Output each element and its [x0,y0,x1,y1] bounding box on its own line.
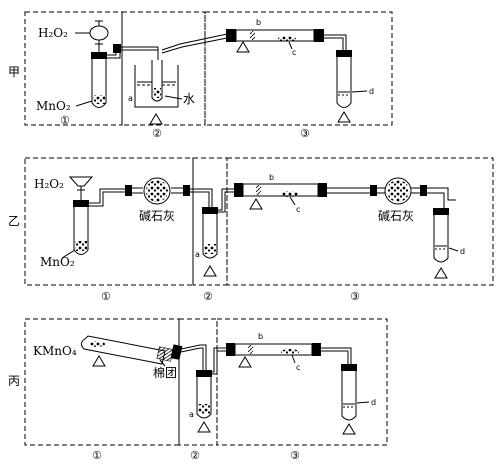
jia-sec3-num: ③ [300,127,310,140]
yi-sec1-num: ① [101,290,111,303]
bing-heat-triangle-icon-1 [92,355,106,367]
jia-section-3-box [204,11,393,126]
jia-section-2-box [121,11,206,126]
yi-section-1-box [24,157,194,286]
jia-stopper [91,52,107,59]
bing-part-c: c [296,363,300,372]
yi-sec2-num: ② [203,290,213,303]
jia-water-label: 水 [183,92,195,106]
bing-heat-triangle-icon-3 [238,356,252,368]
row-label-bing: 丙 [8,374,20,388]
yi-section-3-box [226,157,494,286]
bing-slanted-tube [80,335,183,365]
bing-sec1-num: ① [92,449,102,462]
jia-part-c: c [292,48,296,57]
bing-part-a: a [189,410,194,419]
jia-sec1-num: ① [60,114,70,127]
bing-heat-triangle-icon-2 [197,421,211,433]
jia-heat-triangle-icon-4 [337,111,351,123]
jia-collection-tube [336,57,352,108]
yi-part-d: d [460,247,465,256]
yi-part-b: b [269,173,274,182]
jia-part-a: a [128,94,133,103]
yi-part-c: c [296,205,300,214]
yi-heat-triangle-icon-3 [249,198,263,210]
row-jia: 甲 H₂O₂ MnO₂ ① a 水 [8,11,393,140]
row-label-jia: 甲 [8,65,20,79]
yi-drying-tube-icon-2 [327,177,427,205]
bing-kmno4-label: KMnO₄ [33,344,77,358]
jia-part-b: b [256,18,261,27]
yi-collection-tube [433,215,449,263]
row-label-yi: 乙 [8,214,20,228]
yi-heat-triangle-icon-4 [434,267,448,279]
yi-soda-lime-2: 碱石灰 [378,209,414,223]
yi-mno2-label: MnO₂ [40,255,75,269]
row-yi: 乙 H₂O₂ MnO₂ ① 碱石灰 [8,157,494,303]
jia-heat-triangle-icon-3 [236,41,250,53]
jia-part-d: d [369,87,374,96]
jia-sec2-num: ② [152,127,162,140]
bing-sec2-num: ② [190,449,200,462]
dropping-funnel-icon [89,20,109,62]
bing-section-3-box [216,318,388,446]
bing-collection-tube [341,371,357,421]
yi-soda-lime-1: 碱石灰 [139,209,175,223]
bing-part-b: b [258,332,263,341]
yi-heat-triangle-icon-2 [203,265,217,277]
jia-heat-triangle-icon-2 [149,113,163,125]
drying-tube-icon [132,177,190,205]
bing-section-1-box [24,318,180,446]
yi-part-a: a [195,250,200,259]
yi-sec3-num: ③ [350,290,360,303]
bing-sec3-num: ③ [290,449,300,462]
jia-h2o2-label: H₂O₂ [38,26,68,40]
row-bing: 丙 KMnO₄ 棉团 ① a ② b c [8,318,388,462]
yi-h2o2-label: H₂O₂ [34,177,64,191]
jia-combustion-tube [235,29,315,42]
jia-section-1-box [24,11,123,126]
bing-combustion-tube [234,343,313,356]
bing-cotton-label: 棉团 [153,366,177,380]
bing-part-d: d [371,398,376,407]
bing-heat-triangle-icon-4 [342,423,356,435]
jia-mno2-label: MnO₂ [36,99,71,113]
